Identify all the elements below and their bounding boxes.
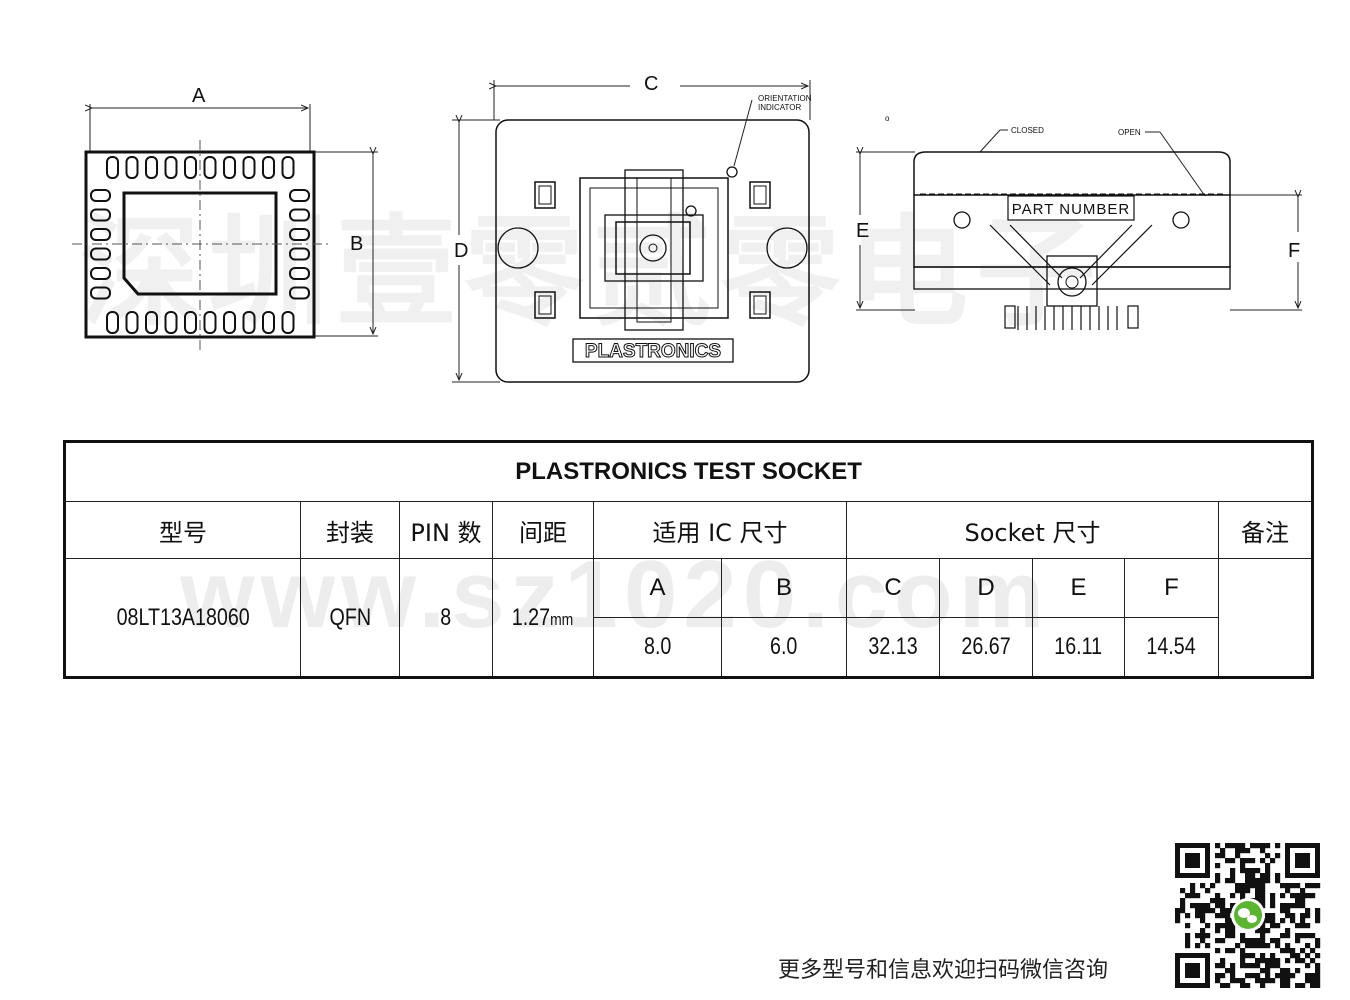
ic-pad [281, 311, 295, 334]
subheader-f: F [1124, 558, 1219, 618]
e-value: 16.11 [1054, 633, 1103, 660]
technical-drawing: A B C D [72, 73, 1302, 383]
ic-pad [289, 189, 310, 202]
spec-table: PLASTRONICS TEST SOCKET 型号 封装 PIN 数 间距 适… [63, 440, 1315, 679]
cell-model: 08LT13A18060 [64, 558, 301, 678]
cell-package: QFN [300, 558, 400, 678]
subheader-b: B [721, 558, 847, 618]
ic-pad [289, 208, 310, 222]
ic-pad [90, 247, 111, 261]
orientation-indicator-label-1: ORIENTATION [758, 94, 812, 103]
pins-value: 8 [440, 603, 452, 631]
a-value: 8.0 [643, 633, 672, 660]
orientation-indicator-label-2: INDICATOR [758, 103, 801, 112]
ic-pad [289, 267, 310, 280]
footer-contact-text: 更多型号和信息欢迎扫码微信咨询 [778, 958, 1109, 983]
ic-pad [184, 311, 197, 334]
ic-pad [90, 189, 111, 202]
header-model: 型号 [64, 501, 301, 559]
header-notes: 备注 [1217, 501, 1314, 559]
cell-pitch: 1.27mm [492, 558, 594, 678]
wechat-qr-code[interactable] [1172, 843, 1324, 988]
ic-pad [289, 228, 310, 241]
table-title: PLASTRONICS TEST SOCKET [63, 441, 1314, 502]
ic-pad [223, 156, 236, 179]
cell-notes [1217, 558, 1314, 678]
b-value: 6.0 [770, 633, 798, 660]
cell-a: 8.0 [593, 617, 722, 678]
socket-post [1004, 305, 1016, 329]
model-value: 08LT13A18060 [116, 603, 250, 631]
socket-post [1127, 305, 1139, 329]
subheader-c: C [846, 558, 940, 618]
header-pins: PIN 数 [399, 501, 493, 559]
pitch-value: 1.27 [512, 603, 551, 631]
cell-c: 32.13 [846, 617, 940, 678]
ic-pad [262, 156, 275, 179]
ic-pad [125, 311, 139, 334]
ic-pad [145, 156, 158, 179]
d-value: 26.67 [961, 633, 1011, 660]
ic-pad [145, 311, 158, 334]
socket-top-view: C D ORIENTATION INDICATOR PLASTRONICS [452, 73, 812, 383]
ic-pad [125, 156, 139, 179]
ic-pad [90, 208, 111, 222]
header-ic-size: 适用 IC 尺寸 [593, 501, 847, 559]
header-socket-size: Socket 尺寸 [846, 501, 1219, 559]
subheader-e: E [1032, 558, 1125, 618]
closed-label: CLOSED [1011, 126, 1044, 135]
ic-pad [203, 156, 217, 179]
ic-pad [223, 311, 236, 334]
ic-pad [106, 311, 119, 334]
ic-pad [242, 311, 256, 334]
f-value: 14.54 [1146, 633, 1197, 660]
ic-pad [90, 228, 111, 241]
ic-pad [184, 156, 197, 179]
ic-pad [281, 156, 295, 179]
pitch-unit: mm [550, 609, 574, 629]
ic-pads-left [90, 189, 111, 300]
dim-label-c: C [644, 73, 658, 95]
ic-pad [262, 311, 275, 334]
ic-pad [90, 286, 111, 300]
ic-pad [164, 156, 178, 179]
cell-f: 14.54 [1124, 617, 1219, 678]
brand-label: PLASTRONICS [585, 341, 721, 362]
ic-package-view: A B [72, 85, 378, 350]
dim-label-b: B [350, 233, 363, 255]
ic-pad [289, 286, 310, 300]
package-value: QFN [329, 603, 371, 631]
ic-pad [106, 156, 119, 179]
ic-pad [164, 311, 178, 334]
ic-pads-top [106, 156, 295, 179]
dim-label-e: E [856, 220, 869, 242]
ic-pad [289, 247, 310, 261]
cell-pins: 8 [399, 558, 493, 678]
subheader-a: A [593, 558, 722, 618]
socket-side-view: o E F CLOSED OPEN PART NUMBER [856, 114, 1302, 330]
cell-d: 26.67 [939, 617, 1033, 678]
dim-label-d: D [454, 240, 468, 262]
header-package: 封装 [300, 501, 400, 559]
dim-label-a: A [192, 85, 206, 107]
cell-b: 6.0 [721, 617, 847, 678]
subheader-d: D [939, 558, 1033, 618]
ic-pad [90, 267, 111, 280]
open-label: OPEN [1118, 128, 1141, 137]
ic-pads-bottom [106, 311, 295, 334]
ic-pad [242, 156, 256, 179]
c-value: 32.13 [868, 633, 918, 660]
cell-e: 16.11 [1032, 617, 1125, 678]
ic-pad [203, 311, 217, 334]
socket-pins [1004, 305, 1139, 330]
part-number-label: PART NUMBER [1012, 201, 1131, 218]
degree-mark: o [885, 114, 890, 123]
header-pitch: 间距 [492, 501, 594, 559]
dim-label-f: F [1288, 240, 1300, 262]
ic-pads-right [289, 189, 310, 300]
